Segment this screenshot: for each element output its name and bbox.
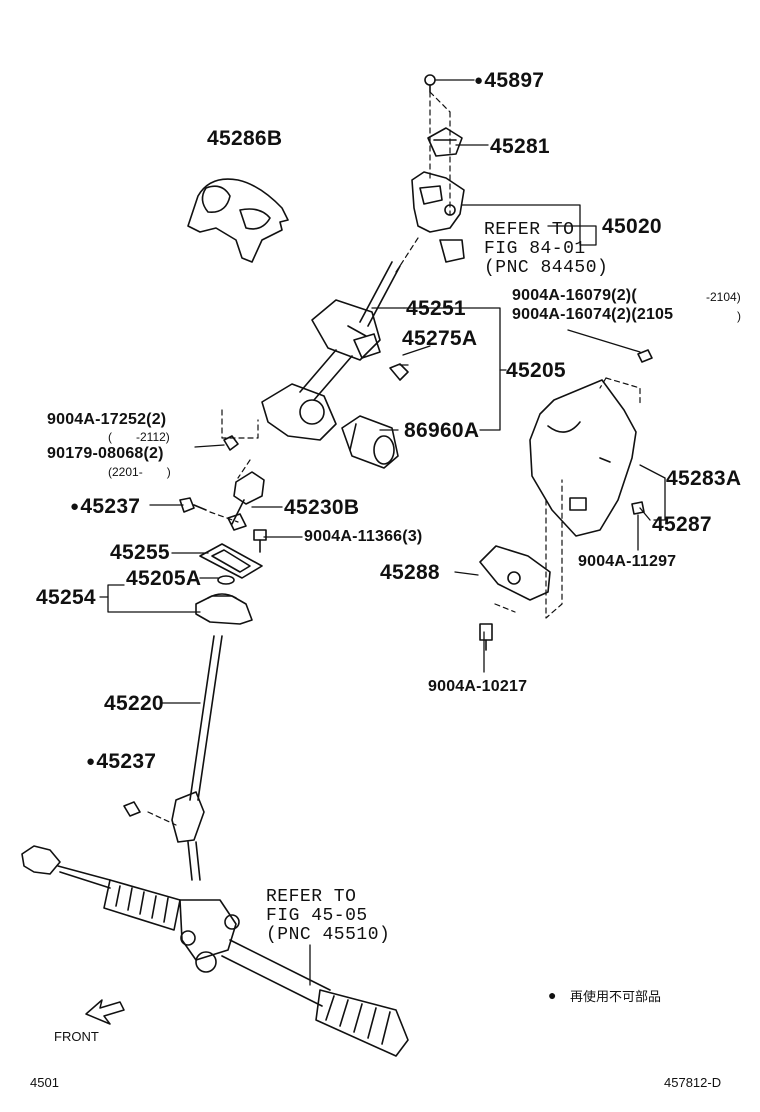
callout-45020: 45020 [602,215,662,238]
callout-45251: 45251 [406,297,466,320]
part-45205A-clip [217,575,235,585]
part-45237-bolt-top [179,497,207,513]
part-45287-bolt [631,501,645,515]
callout-90179-08068-range: (2201- ) [108,465,171,479]
callout-9004A-16079: 9004A-16079(2)( [512,287,637,304]
dashed-assembly-lines [147,91,641,826]
bolt-16079 [637,349,653,363]
callout-45288: 45288 [380,561,440,584]
nut-17252 [223,435,239,451]
callout-9004A-16074-range: ) [737,309,741,323]
callout-45275A: 45275A [402,327,478,350]
callout-86960A: 86960A [404,419,480,442]
part-45255-seal [199,543,263,579]
bolt-10217 [479,623,493,651]
reference-line: FIG 45-05 [266,906,368,926]
part-45254-boot [195,593,253,625]
callout-45237-top: 45237 [70,496,140,517]
callout-9004A-16079-range: -2104) [706,290,741,304]
front-label: FRONT [54,1029,99,1044]
reference-line: (PNC 45510) [266,925,391,945]
legend-dot-icon: ● [548,987,557,1003]
steering-gear-assembly [21,845,409,1057]
callout-45897: 45897 [474,70,544,91]
callout-45286B: 45286B [207,127,283,150]
part-45230B-joint [227,471,265,531]
callout-90179-08068: 90179-08068(2) [47,445,164,462]
part-45237-bolt-bottom [123,801,141,817]
part-45288-bracket [479,545,551,601]
callout-45287: 45287 [652,513,712,536]
part-45251-column [261,261,401,441]
page-code: 4501 [30,1075,59,1090]
callout-9004A-17252: 9004A-17252(2) [47,411,167,428]
reference-line: REFER TO [266,887,357,907]
front-arrow-icon [85,999,125,1025]
callout-9004A-11366: 9004A-11366(3) [304,528,423,545]
callout-9004A-16074: 9004A-16074(2)(2105 [512,306,674,323]
callout-9004A-11297: 9004A-11297 [578,553,677,570]
callout-45283A: 45283A [666,467,742,490]
part-45897-bolt [424,74,436,93]
callout-45220: 45220 [104,692,164,715]
callout-45255: 45255 [110,541,170,564]
callout-45205: 45205 [506,359,566,382]
callout-45205A: 45205A [126,567,202,590]
reference-line: (PNC 84450) [484,258,609,278]
part-45020-lock [411,171,465,263]
figure-id: 457812-D [664,1075,722,1090]
part-45283A-cover [529,379,637,537]
callout-9004A-17252-range: ( -2112) [108,430,170,444]
callout-45254: 45254 [36,586,96,609]
part-45286B-cover [187,178,289,263]
part-45281-cap [427,127,463,157]
part-45275A-bolt [389,363,409,381]
reference-line: REFER TO [484,220,575,240]
callout-45281: 45281 [490,135,550,158]
callout-9004A-10217: 9004A-10217 [428,678,528,695]
callout-45237-bottom: 45237 [86,751,156,772]
part-86960A-motor [341,415,399,469]
part-45220-shaft [171,635,223,881]
reference-line: FIG 84-01 [484,239,586,259]
callout-45230B: 45230B [284,496,360,519]
bolt-11366 [253,529,267,553]
legend-text: 再使用不可部品 [570,989,662,1004]
leader-lines [99,79,666,986]
